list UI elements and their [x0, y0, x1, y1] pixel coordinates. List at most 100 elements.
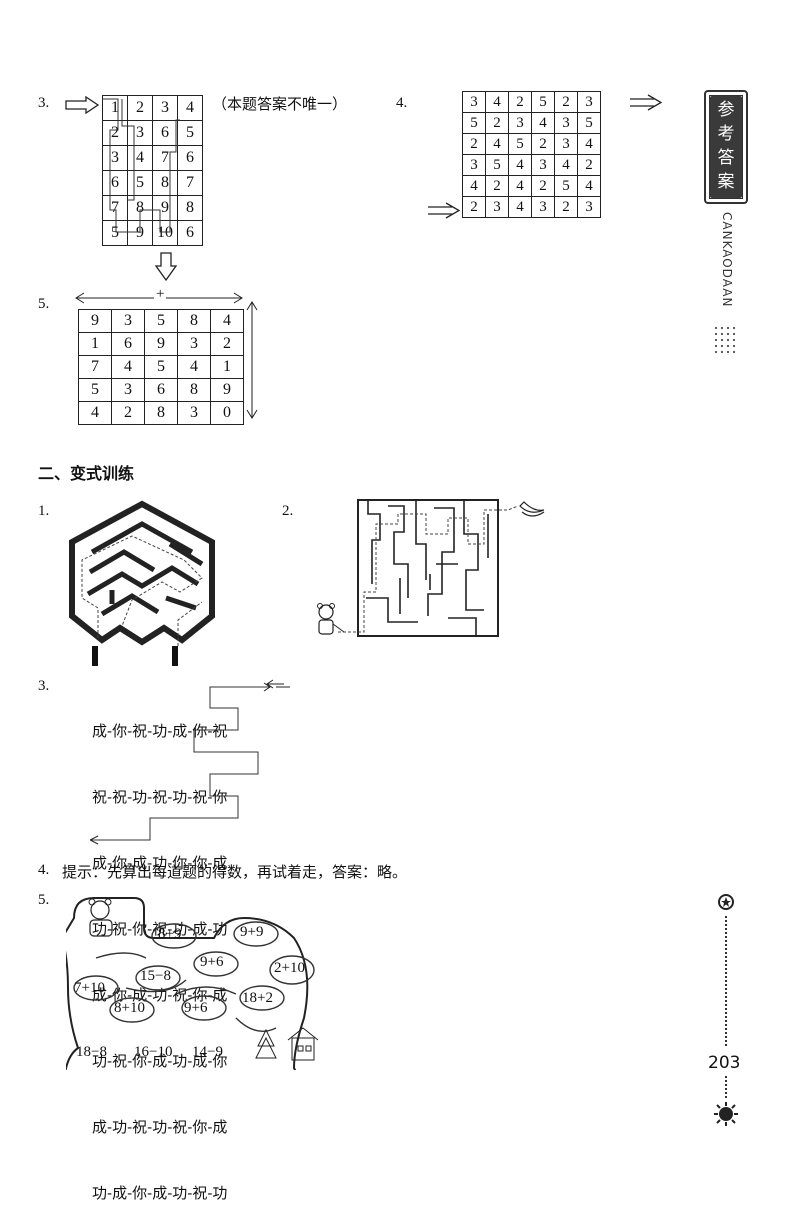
grid-cell: 5 — [102, 220, 128, 246]
math-expression: 2+10 — [274, 960, 305, 976]
grid-cell: 7 — [177, 170, 203, 196]
rectangular-maze — [317, 499, 545, 637]
grid-cell: 2 — [485, 112, 509, 134]
grid-cell: 4 — [127, 145, 153, 171]
math-expression: 18−8 — [76, 1044, 107, 1060]
left-arrow-icon — [266, 679, 284, 689]
grid-cell: 7 — [102, 195, 128, 221]
grid-cell: 1 — [210, 355, 244, 379]
down-arrow-icon — [154, 252, 178, 282]
section-title: 二、变式训练 — [38, 464, 135, 483]
grid-cell: 2 — [508, 91, 532, 113]
grid-cell: 4 — [577, 175, 601, 197]
answer-subtitle: CANKAODAAN — [720, 212, 734, 308]
grid-cell: 4 — [485, 133, 509, 155]
dotted-divider — [725, 916, 727, 1048]
item-4-label: 4. — [38, 862, 50, 878]
word-row: 功-祝-你-祝-功-成-功 — [92, 920, 228, 938]
star-icon — [718, 894, 734, 910]
grid-cell: 5 — [531, 91, 555, 113]
math-expression: 8+10 — [114, 1000, 145, 1016]
bear-icon — [317, 603, 345, 635]
item-2-label: 2. — [282, 503, 294, 519]
hexagon-maze — [69, 500, 215, 666]
grid-cell: 3 — [177, 332, 211, 356]
grid-cell: 0 — [210, 401, 244, 425]
grid-cell: 2 — [462, 196, 486, 218]
grid-cell: 9 — [210, 378, 244, 402]
grid-cell: 3 — [127, 120, 153, 146]
plus-sign: + — [154, 286, 167, 303]
grid-cell: 3 — [577, 91, 601, 113]
word-row: 功-成-你-成-功-祝-功 — [92, 1184, 228, 1202]
grid-cell: 5 — [462, 112, 486, 134]
grid-cell: 3 — [462, 154, 486, 176]
grid-cell: 5 — [144, 309, 178, 333]
grid-cell: 3 — [531, 196, 555, 218]
grid-cell: 4 — [554, 154, 578, 176]
item-4-hint: 提示：先算出每道题的得数，再试着走，答案：略。 — [62, 863, 408, 881]
grid-cell: 4 — [177, 355, 211, 379]
grid-cell: 8 — [177, 378, 211, 402]
grid-cell: 7 — [78, 355, 112, 379]
math-expression: 15−8 — [140, 968, 171, 984]
word-row: 成-功-祝-功-祝-你-成 — [92, 1118, 228, 1136]
chinese-word-grid: 成-你-祝-功-成-你-祝 祝-祝-功-祝-功-祝-你 成-你-成-功-你-你-… — [92, 676, 227, 1226]
grid-cell: 3 — [577, 196, 601, 218]
grid-cell: 2 — [462, 133, 486, 155]
grid-cell: 5 — [577, 112, 601, 134]
math-expression: 14−9 — [192, 1044, 223, 1060]
grid-cell: 2 — [210, 332, 244, 356]
grid-cell: 1 — [78, 332, 112, 356]
grid-cell: 4 — [508, 175, 532, 197]
grid-cell: 8 — [144, 401, 178, 425]
grid-cell: 4 — [508, 196, 532, 218]
grid-cell: 3 — [485, 196, 509, 218]
grid-cell: 2 — [531, 175, 555, 197]
grid-cell: 5 — [554, 175, 578, 197]
grid-cell: 2 — [102, 120, 128, 146]
problem-3-note: （本题答案不唯一） — [212, 97, 348, 113]
grid-cell: 9 — [152, 195, 178, 221]
grid-cell: 3 — [508, 112, 532, 134]
problem-3-path — [102, 98, 180, 233]
grid-cell: 6 — [144, 378, 178, 402]
word-row: 祝-祝-功-祝-功-祝-你 — [92, 788, 228, 806]
right-arrow-icon — [65, 96, 100, 114]
math-expression: 9+6 — [184, 1000, 208, 1016]
grid-cell: 4 — [508, 154, 532, 176]
dot-pattern — [713, 325, 737, 353]
grid-cell: 5 — [144, 355, 178, 379]
grid-cell: 8 — [177, 309, 211, 333]
grid-cell: 4 — [78, 401, 112, 425]
grid-cell: 9 — [78, 309, 112, 333]
grid-cell: 5 — [485, 154, 509, 176]
right-arrow-icon — [630, 94, 663, 111]
dotted-divider — [725, 1076, 727, 1098]
grid-cell: 5 — [78, 378, 112, 402]
grid-cell: 3 — [531, 154, 555, 176]
grid-cell: 4 — [485, 91, 509, 113]
grid-cell: 5 — [508, 133, 532, 155]
item-5-label: 5. — [38, 892, 50, 908]
answer-tab-title: 参 考 答 案 — [710, 96, 742, 198]
grid-cell: 2 — [531, 133, 555, 155]
grid-cell: 8 — [177, 195, 203, 221]
math-expression: 18+2 — [242, 990, 273, 1006]
grid-cell: 2 — [485, 175, 509, 197]
vertical-double-arrow-icon — [246, 301, 258, 419]
item-3-label: 3. — [38, 678, 50, 694]
grid-cell: 3 — [177, 401, 211, 425]
